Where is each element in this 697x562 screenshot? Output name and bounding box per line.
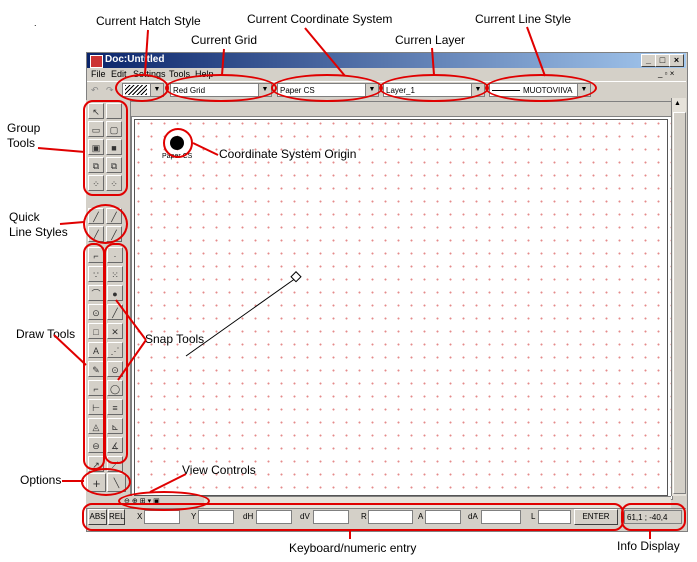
drawing-canvas[interactable] (131, 116, 673, 500)
highlight-quick (83, 204, 128, 244)
menu-tools[interactable]: Tools (169, 69, 191, 79)
drawn-line (185, 277, 297, 357)
annotation-hatch: Current Hatch Style (96, 14, 201, 28)
r-input[interactable] (368, 510, 413, 524)
a-label: A (418, 512, 424, 521)
snap-end-icon[interactable]: ╱ (107, 304, 123, 320)
dh-label: dH (243, 512, 254, 521)
annotation-draw: Draw Tools (16, 327, 76, 341)
annotation-group: Group Tools (7, 121, 41, 150)
enter-button[interactable]: ENTER (574, 509, 618, 525)
dv-input[interactable] (313, 510, 349, 524)
line-endpoint-handle[interactable] (290, 271, 302, 283)
stack-front-icon[interactable]: ⧉ (88, 157, 104, 173)
annotation-view: View Controls (182, 463, 256, 477)
redo-icon[interactable]: ↷ (106, 85, 114, 95)
app-icon (90, 55, 103, 68)
highlight-group-tools (83, 100, 128, 196)
group-fill-icon[interactable]: ■ (106, 139, 122, 155)
dv-label: dV (300, 512, 310, 521)
menu-edit[interactable]: Edit (111, 69, 127, 79)
horizontal-scrollbar[interactable] (204, 496, 671, 508)
title-bar: Doc:Untitled _ □ × (87, 53, 686, 68)
undo-icon[interactable]: ↶ (91, 85, 99, 95)
snap-parallel-icon[interactable]: ≡ (107, 399, 123, 415)
snap-mid-icon[interactable]: ⋰ (107, 342, 123, 358)
da-label: dA (468, 512, 478, 521)
snap-grid-icon[interactable]: ⁙ (107, 266, 123, 282)
close-icon[interactable]: × (669, 54, 684, 67)
snap-tangent-icon[interactable]: ◯ (107, 380, 123, 396)
scroll-thumb[interactable] (673, 112, 686, 494)
ungroup-tool-icon[interactable]: ▢ (106, 121, 122, 137)
snap-center-icon[interactable]: ● (107, 285, 123, 301)
annotation-grid: Current Grid (191, 33, 258, 47)
annotation-coord: Current Coordinate System (247, 12, 393, 26)
l-input[interactable] (538, 510, 571, 524)
annotation-origin: Coordinate System Origin (219, 147, 357, 161)
snap-angle-icon[interactable]: ∡ (107, 437, 123, 453)
vertical-scrollbar[interactable]: ▲ (671, 98, 686, 496)
dimension-icon[interactable]: ⊢ (88, 399, 104, 415)
l-label: L (531, 512, 536, 521)
highlight-line-style (485, 74, 597, 102)
group-box-icon[interactable]: ▣ (88, 139, 104, 155)
annotation-snap: Snap Tools (145, 332, 205, 346)
annotation-quick: Quick Line Styles (9, 210, 68, 239)
menu-file[interactable]: File (91, 69, 106, 79)
highlight-view (118, 491, 210, 511)
y-label: Y (191, 512, 197, 521)
dh-input[interactable] (256, 510, 292, 524)
status-bar (86, 508, 686, 528)
rel-toggle[interactable]: REL (108, 509, 125, 525)
paper-border (134, 119, 668, 496)
da-input[interactable] (481, 510, 521, 524)
stray-dot: . (34, 18, 37, 28)
stack-back-icon[interactable]: ⧉ (106, 157, 122, 173)
highlight-snap-tools (104, 243, 128, 464)
highlight-origin (163, 128, 193, 158)
r-label: R (361, 512, 367, 521)
maximize-icon[interactable]: □ (655, 54, 670, 67)
info-display: 61,1 ; -40,4 (624, 510, 682, 524)
annotation-info: Info Display (617, 539, 680, 553)
window-title: Doc:Untitled (105, 54, 165, 65)
annotation-layer: Curren Layer (395, 33, 466, 47)
snap-perp-icon[interactable]: ⊾ (107, 418, 123, 434)
annotation-options: Options (20, 473, 62, 487)
highlight-info (621, 503, 686, 531)
point-draw-icon[interactable]: ∵ (88, 266, 104, 282)
mdi-controls[interactable]: _ ▫ × (658, 69, 675, 78)
annotation-line-style: Current Line Style (475, 12, 572, 26)
snap-intersect-icon[interactable]: ✕ (107, 323, 123, 339)
highlight-keyboard (82, 503, 624, 531)
x-label: X (137, 512, 143, 521)
y-input[interactable] (198, 510, 234, 524)
scroll-up-icon[interactable]: ▲ (674, 100, 681, 107)
hatch-area-icon[interactable]: ◬ (88, 418, 104, 434)
group-tool-icon[interactable]: ▭ (88, 121, 104, 137)
snap-circle-icon[interactable]: ⊙ (107, 361, 123, 377)
annotation-keyboard: Keyboard/numeric entry (289, 541, 417, 555)
a-input[interactable] (425, 510, 461, 524)
abs-toggle[interactable]: ABS (88, 509, 107, 525)
